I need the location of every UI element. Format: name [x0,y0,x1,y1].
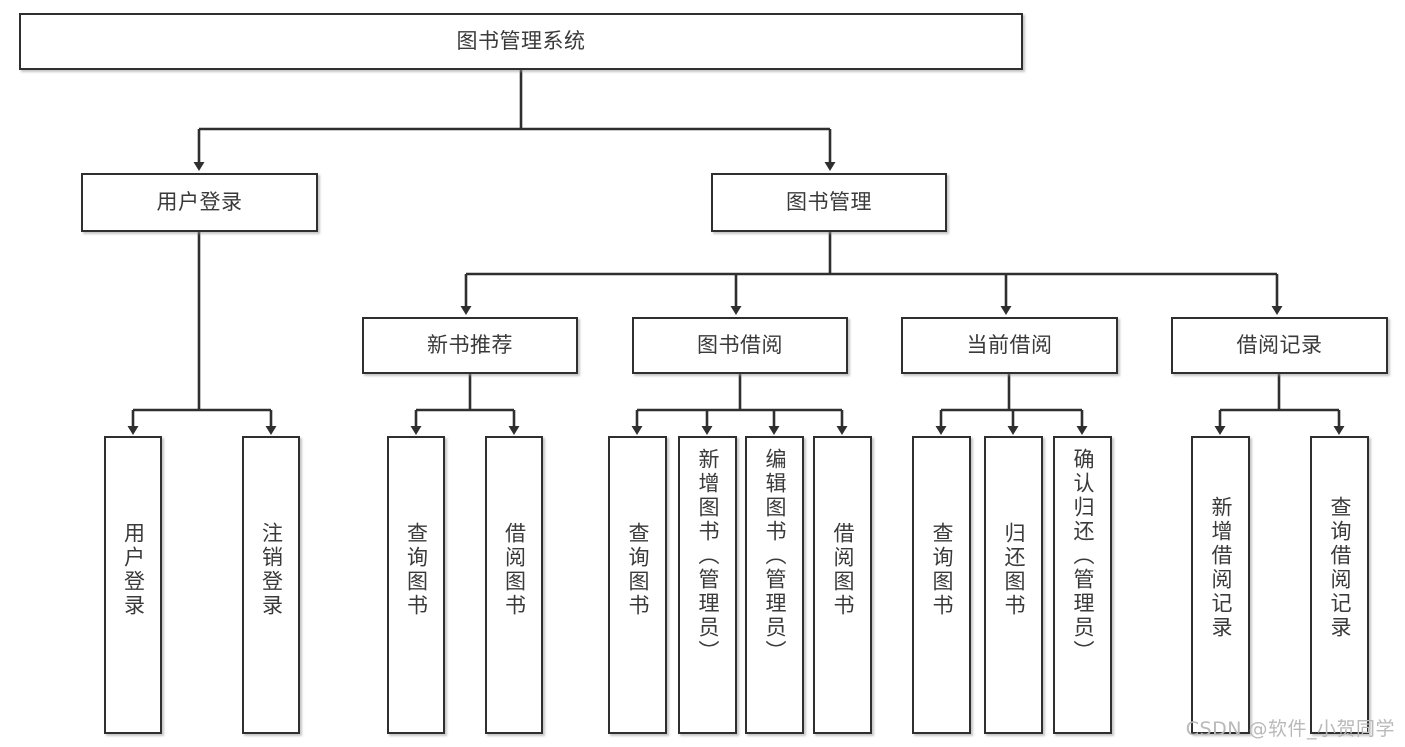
node-leaf-query-record[interactable]: 查询借阅记录 [1310,436,1369,734]
node-new-book-rec-label: 新书推荐 [427,333,513,358]
node-leaf-return-book-label: 归还图书 [1002,522,1026,618]
node-leaf-query-book-2-label: 查询图书 [626,522,650,618]
node-leaf-user-login[interactable]: 用户登录 [104,436,162,734]
node-leaf-borrow-book-2-label: 借阅图书 [831,522,855,618]
node-borrow-record-label: 借阅记录 [1236,333,1323,358]
node-current-borrow-label: 当前借阅 [966,333,1053,358]
node-new-book-rec[interactable]: 新书推荐 [362,317,578,374]
node-book-borrow[interactable]: 图书借阅 [632,317,848,374]
node-leaf-add-book-label: 新增图书（管理员） [696,448,720,664]
node-leaf-borrow-book-2[interactable]: 借阅图书 [813,436,872,734]
node-leaf-add-record[interactable]: 新增借阅记录 [1191,436,1250,734]
node-leaf-add-book[interactable]: 新增图书（管理员） [678,436,737,734]
node-leaf-add-record-label: 新增借阅记录 [1209,496,1233,640]
node-leaf-user-login-label: 用户登录 [121,522,146,618]
node-user-login-label: 用户登录 [156,190,243,215]
node-leaf-user-logout[interactable]: 注销登录 [242,436,300,734]
node-leaf-borrow-book-1[interactable]: 借阅图书 [485,436,543,734]
node-leaf-edit-book[interactable]: 编辑图书（管理员） [745,436,804,734]
node-leaf-user-logout-label: 注销登录 [259,522,284,618]
node-leaf-borrow-book-1-label: 借阅图书 [502,522,527,618]
node-book-manage[interactable]: 图书管理 [711,173,947,232]
node-book-borrow-label: 图书借阅 [697,333,783,358]
node-user-login[interactable]: 用户登录 [81,173,318,232]
node-root[interactable]: 图书管理系统 [19,13,1023,70]
csdn-watermark: CSDN @软件_小贺同学 [1185,718,1395,740]
node-book-manage-label: 图书管理 [786,190,872,215]
node-leaf-query-book-1[interactable]: 查询图书 [387,436,445,734]
node-current-borrow[interactable]: 当前借阅 [901,317,1118,374]
node-leaf-query-book-3[interactable]: 查询图书 [912,436,971,734]
node-leaf-return-book[interactable]: 归还图书 [984,436,1043,734]
node-leaf-query-record-label: 查询借阅记录 [1328,496,1352,640]
node-root-label: 图书管理系统 [456,29,586,54]
node-leaf-query-book-2[interactable]: 查询图书 [608,436,667,734]
node-leaf-confirm-return[interactable]: 确认归还（管理员） [1053,436,1112,734]
node-leaf-confirm-return-label: 确认归还（管理员） [1071,448,1095,664]
node-leaf-query-book-1-label: 查询图书 [404,522,429,618]
node-borrow-record[interactable]: 借阅记录 [1171,317,1388,374]
node-leaf-edit-book-label: 编辑图书（管理员） [763,448,787,664]
node-leaf-query-book-3-label: 查询图书 [930,522,954,618]
